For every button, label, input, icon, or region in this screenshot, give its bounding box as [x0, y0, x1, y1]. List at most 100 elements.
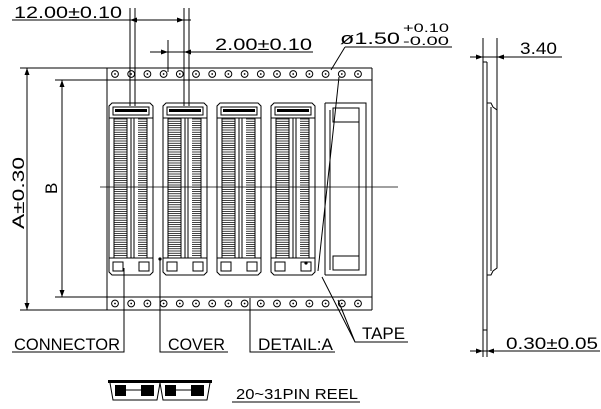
sprocket-hole — [111, 70, 119, 78]
sprocket-hole-center — [178, 73, 181, 75]
connector — [270, 102, 316, 276]
pocket-width-dimension: B — [42, 79, 107, 298]
sprocket-hole-center — [227, 73, 230, 75]
connector-head-latch — [277, 109, 309, 112]
hole-diameter-label: ø1.50 — [340, 29, 400, 48]
cover — [324, 102, 367, 276]
connector — [108, 102, 154, 276]
connector-foot-left — [220, 261, 232, 272]
sprocket-hole-center — [292, 302, 295, 305]
sprocket-hole — [159, 70, 168, 78]
sprocket-hole-center — [259, 302, 262, 305]
connector — [216, 102, 262, 276]
connector-foot-left — [112, 261, 124, 272]
reel-caption: 20~31PIN REEL — [232, 386, 360, 403]
connector-head — [112, 106, 150, 116]
arrowhead — [487, 348, 494, 354]
sprocket-hole — [354, 70, 362, 78]
leader-dot — [304, 261, 308, 265]
connector-pin-row-left — [114, 118, 127, 256]
sprocket-hole-center — [243, 73, 246, 75]
hole-diameter-lower-tolerance: -0.00 — [403, 34, 450, 48]
sprocket-hole-center — [195, 302, 197, 305]
overall-height-label: 3.40 — [520, 39, 557, 58]
cover-callout: COVER — [159, 260, 228, 354]
pocket-width-label: B — [42, 183, 61, 194]
sprocket-hole — [337, 70, 346, 78]
arrowhead — [130, 17, 137, 23]
sprocket-hole — [224, 299, 233, 308]
connector — [162, 102, 208, 276]
cover-leader — [159, 260, 228, 353]
arrowhead — [59, 80, 65, 87]
sprocket-hole — [321, 299, 330, 308]
connector-pin-row-right — [246, 118, 255, 256]
connector-side-profile — [487, 102, 498, 276]
sprocket-holes — [111, 70, 362, 308]
pocket-width-lines — [55, 79, 107, 298]
connector-body-lines — [113, 118, 148, 258]
connector-head-latch — [115, 109, 147, 112]
sprocket-hole — [208, 70, 217, 78]
sprocket-hole-center — [130, 73, 133, 75]
overall-height-dimension: 3.40 — [470, 39, 562, 60]
connector-body-lines — [275, 118, 310, 258]
sprocket-hole — [256, 70, 265, 78]
reel-label: 20~31PIN REEL — [236, 386, 358, 403]
detail-callout: DETAIL:A — [249, 298, 335, 354]
connector-body-lines — [167, 118, 202, 258]
detail-label: DETAIL:A — [258, 335, 334, 354]
arrowhead — [24, 303, 30, 310]
arrowhead — [476, 348, 483, 354]
leader-line — [317, 76, 340, 272]
sprocket-hole-center — [146, 302, 149, 305]
connector-body-edges — [217, 117, 261, 259]
connector-body-edges — [163, 117, 207, 259]
sprocket-hole-center — [357, 73, 359, 75]
sprocket-hole — [321, 70, 330, 78]
sprocket-hole-center — [276, 73, 278, 75]
connector-body-lines — [221, 118, 256, 258]
sprocket-hole-center — [162, 302, 165, 305]
sprocket-pitch-label: 2.00±0.10 — [215, 35, 312, 54]
connector-pitch-extension-lines — [129, 8, 190, 106]
cover-top-bracket — [332, 107, 360, 123]
sprocket-hole-center — [114, 73, 116, 75]
connector-pin-row-right — [300, 118, 309, 256]
sprocket-hole-center — [357, 302, 359, 305]
sprocket-hole — [224, 70, 233, 78]
cover-bottom-bracket — [332, 255, 360, 271]
connector-label: CONNECTOR — [14, 335, 120, 354]
sprocket-hole-center — [308, 302, 311, 305]
connectors — [108, 102, 316, 276]
carrier-tape — [100, 67, 398, 311]
sprocket-hole — [337, 299, 346, 308]
sprocket-hole-center — [146, 73, 149, 75]
connector-body-edges — [109, 117, 153, 259]
reel-part-block — [191, 385, 204, 396]
connector-foot-left — [274, 261, 286, 272]
connector-callout: CONNECTOR — [12, 268, 125, 354]
connector-foot-right — [138, 261, 150, 272]
sprocket-hole-center — [178, 302, 181, 305]
sprocket-hole-center — [324, 302, 327, 305]
tape-leader — [321, 276, 408, 343]
connector-pitch-dimension: 12.00±0.10 — [12, 3, 191, 106]
sprocket-hole-center — [195, 73, 197, 75]
arrowhead — [161, 49, 168, 55]
reel-top-band — [108, 380, 212, 383]
connector-outline — [270, 102, 316, 276]
sprocket-hole — [127, 299, 136, 308]
arrowhead — [184, 49, 191, 55]
sprocket-hole — [273, 70, 281, 78]
reel-part-block — [141, 385, 154, 396]
connector-pin-row-left — [222, 118, 235, 256]
sprocket-hole — [127, 70, 136, 78]
reel-pocket-outline — [109, 382, 211, 401]
hole-diameter-dimension: ø1.50 +0.10 -0.00 — [330, 21, 452, 71]
connector-head — [274, 106, 312, 116]
sprocket-hole — [192, 299, 200, 308]
detail-leader — [249, 298, 335, 353]
cover-outline — [324, 102, 367, 276]
connector-outline — [162, 102, 208, 276]
